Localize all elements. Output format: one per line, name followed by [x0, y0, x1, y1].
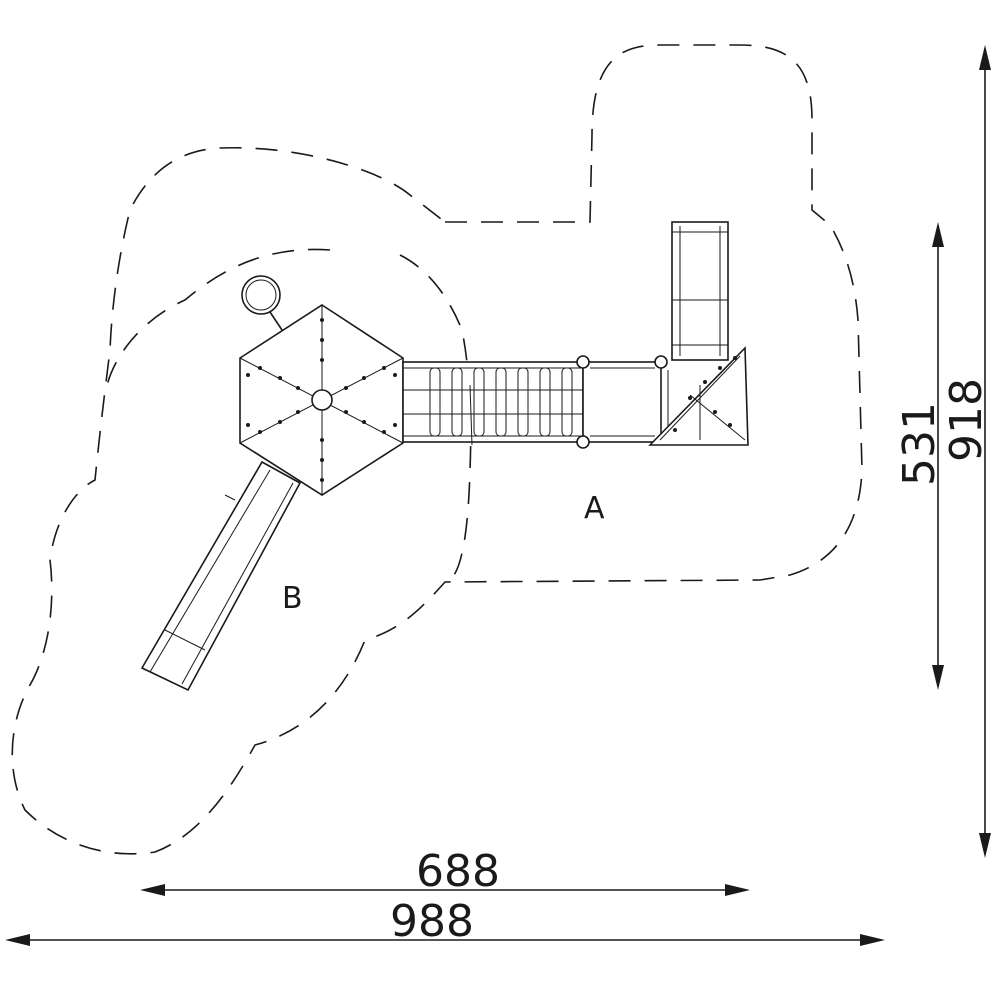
- slide: [140, 460, 302, 692]
- ladder: [671, 221, 729, 361]
- bridge: [402, 361, 584, 446]
- dimension-label-988: 988: [390, 896, 474, 947]
- zone-label-b: B: [282, 581, 303, 616]
- ring-element: [241, 275, 283, 331]
- outer-safety-zone: [11, 44, 863, 855]
- zone-label-a: A: [584, 491, 605, 526]
- dimension-height-outer: 918: [941, 45, 992, 858]
- dimension-width-outer: 988: [5, 896, 885, 947]
- dimension-height-inner: 531: [894, 222, 945, 690]
- inner-safety-zone-left: [104, 248, 331, 396]
- dimension-label-918: 918: [941, 378, 992, 462]
- dimension-width-inner: 688: [140, 846, 750, 897]
- inner-safety-zone: [399, 254, 472, 583]
- platform: [576, 355, 669, 449]
- dimension-label-531: 531: [894, 402, 945, 486]
- triangle-roof: [648, 346, 749, 446]
- hexagonal-tower: [239, 304, 404, 496]
- dimension-label-688: 688: [416, 846, 500, 897]
